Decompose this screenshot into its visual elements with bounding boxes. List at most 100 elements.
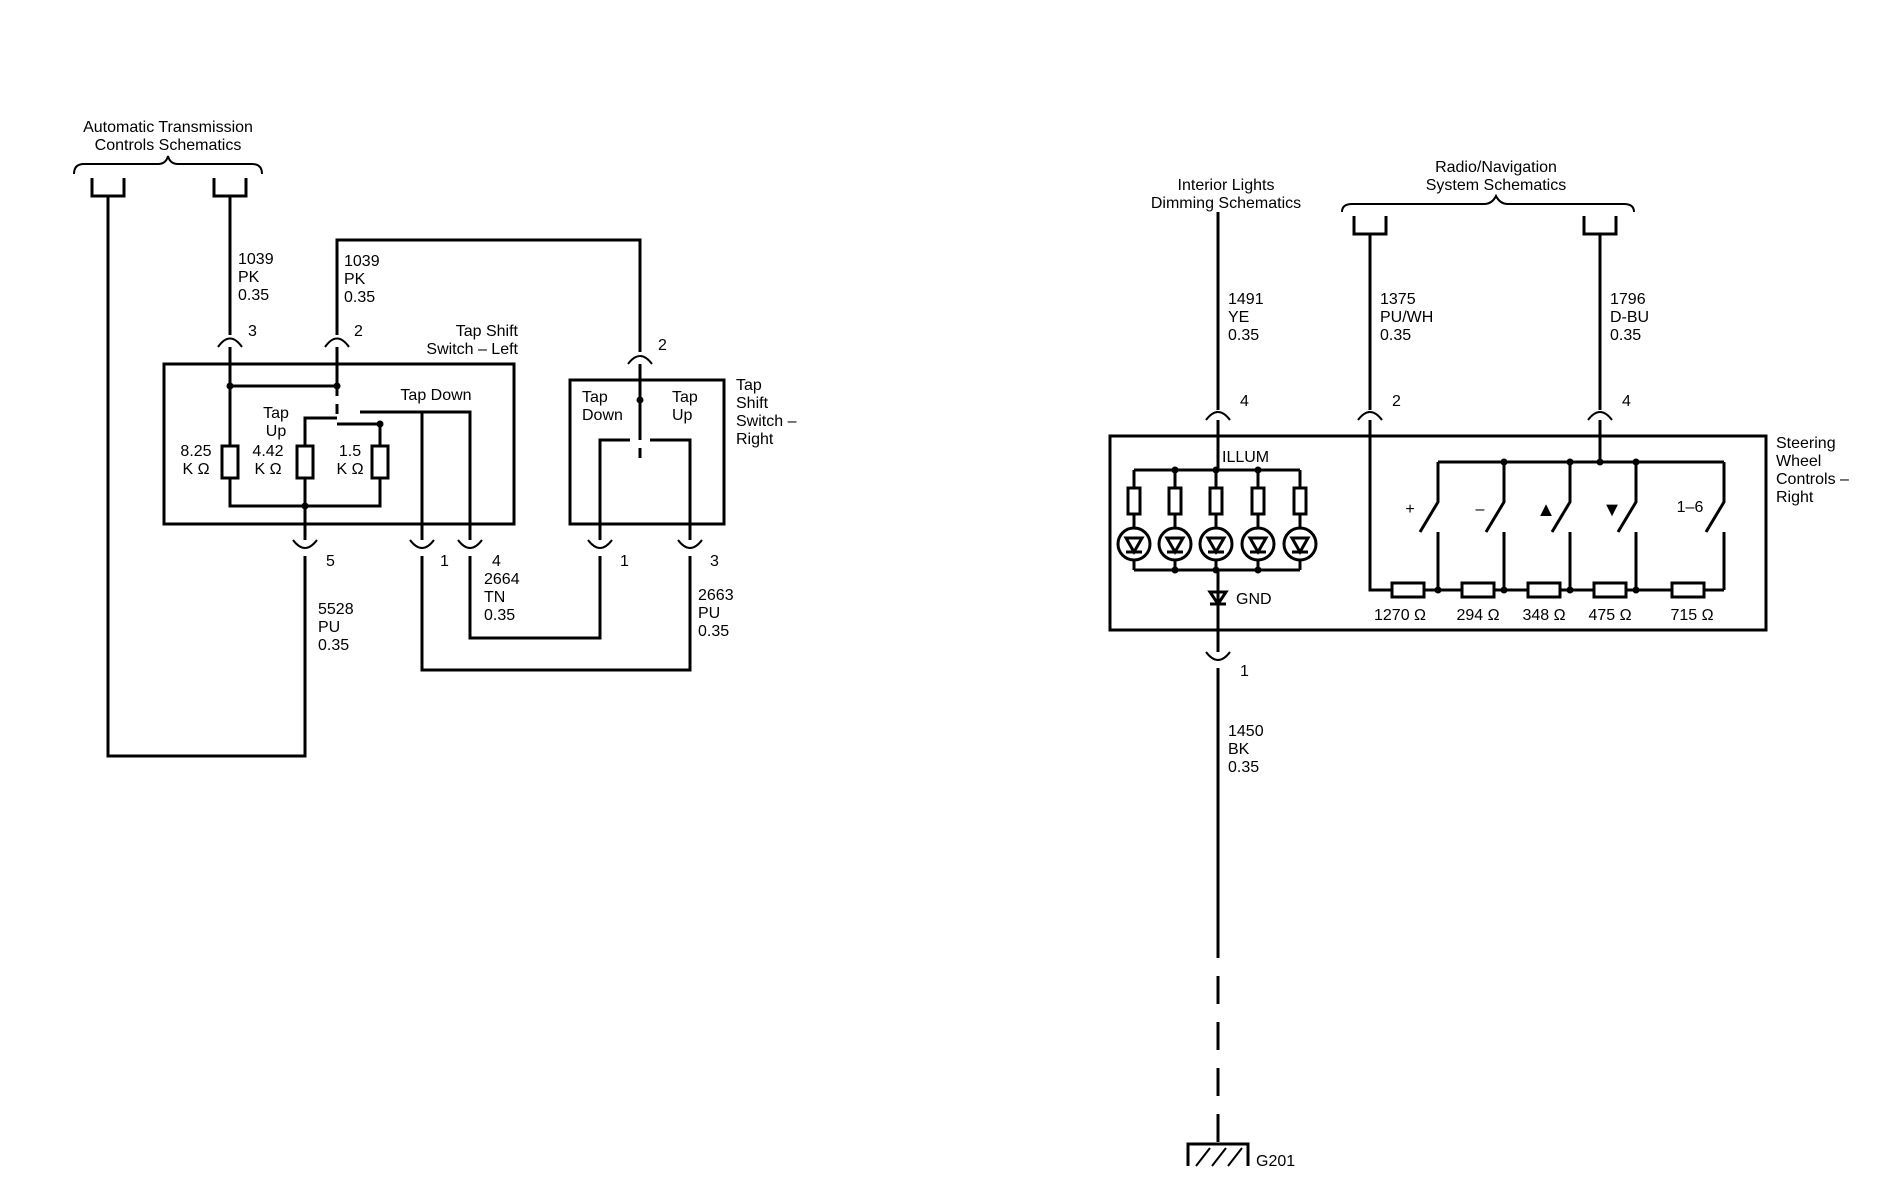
svg-text:1375: 1375: [1380, 291, 1416, 308]
svg-text:5528: 5528: [318, 601, 354, 618]
res-15-label: 1.5 K Ω: [336, 443, 363, 478]
wire-2664: [468, 556, 602, 640]
tap-shift-left-box: [162, 362, 516, 526]
pin-tr-1: [587, 539, 613, 549]
wire-5528-loop: [106, 196, 307, 758]
svg-text:BK: BK: [1228, 741, 1250, 758]
svg-text:Up: Up: [672, 407, 693, 424]
tap-shift-right-box: [568, 378, 726, 526]
svg-text:0.35: 0.35: [1228, 327, 1259, 344]
svg-text:1039: 1039: [238, 251, 274, 268]
pin-tl-3: [217, 337, 243, 348]
ref-auto-trans-line1: Automatic Transmission: [83, 119, 253, 136]
btn-preset-label: 1–6: [1677, 499, 1704, 516]
svg-text:1.5: 1.5: [339, 443, 361, 460]
svg-text:0.35: 0.35: [484, 607, 515, 624]
pin-label-tr-3: 3: [710, 553, 719, 570]
wire-label-5528: 5528 PU 0.35: [318, 601, 354, 654]
pin-label-tl-2: 2: [354, 323, 363, 340]
ref-auto-trans-line2: Controls Schematics: [95, 137, 242, 154]
svg-text:Shift: Shift: [736, 395, 769, 412]
svg-text:2664: 2664: [484, 571, 520, 588]
pin-label-tl-1: 1: [440, 553, 449, 570]
svg-text:PU: PU: [318, 619, 340, 636]
svg-text:1450: 1450: [1228, 723, 1264, 740]
svg-text:K Ω: K Ω: [254, 461, 281, 478]
illum-label: ILLUM: [1222, 449, 1269, 466]
svg-text:1491: 1491: [1228, 291, 1264, 308]
ground-label-g201: G201: [1256, 1153, 1295, 1170]
svg-text:Wheel: Wheel: [1776, 453, 1821, 470]
wire-label-1491: 1491 YE 0.35: [1228, 291, 1264, 344]
svg-text:0.35: 0.35: [238, 287, 269, 304]
svg-text:Steering: Steering: [1776, 435, 1836, 452]
svg-text:Right: Right: [736, 431, 774, 448]
pin-label-tl-5: 5: [326, 553, 335, 570]
svg-text:D-BU: D-BU: [1610, 309, 1649, 326]
tap-left-down-label: Tap Down: [400, 387, 471, 404]
tap-right-up-label: Tap Up: [672, 389, 698, 424]
tap-left-up-label: Tap Up: [263, 405, 289, 440]
wire-2663: [420, 556, 692, 672]
svg-text:PK: PK: [238, 269, 260, 286]
svg-text:PK: PK: [344, 271, 366, 288]
pin-label-sw-2: 2: [1392, 393, 1401, 410]
wire-label-2663: 2663 PU 0.35: [698, 587, 734, 640]
swc-resistor-chain: [1390, 581, 1706, 599]
res-1270-label: 1270 Ω: [1374, 607, 1426, 624]
svg-text:Switch – Left: Switch – Left: [426, 341, 518, 358]
pin-tl-1: [409, 539, 435, 549]
res-715-label: 715 Ω: [1670, 607, 1713, 624]
res-348-label: 348 Ω: [1522, 607, 1565, 624]
pin-tr-3: [677, 539, 703, 549]
pin-label-sw-4a: 4: [1240, 393, 1249, 410]
svg-text:Tap: Tap: [736, 377, 762, 394]
svg-text:K Ω: K Ω: [336, 461, 363, 478]
btn-up-label: ▲: [1536, 499, 1556, 521]
pin-sw-1: [1205, 651, 1231, 661]
svg-text:8.25: 8.25: [180, 443, 211, 460]
svg-text:0.35: 0.35: [1610, 327, 1641, 344]
tap-shift-right-label: Tap Shift Switch – Right: [736, 377, 797, 448]
svg-text:Controls –: Controls –: [1776, 471, 1849, 488]
svg-text:PU: PU: [698, 605, 720, 622]
resistor-442k: [295, 444, 315, 480]
wire-label-1796: 1796 D-BU 0.35: [1610, 291, 1649, 344]
gnd-label: GND: [1236, 591, 1272, 608]
ref-auto-trans: Automatic Transmission Controls Schemati…: [73, 119, 263, 198]
wire-label-1039-a: 1039 PK 0.35: [238, 251, 274, 304]
svg-text:Tap Shift: Tap Shift: [456, 323, 519, 340]
pin-tl-2: [324, 337, 350, 348]
svg-text:Tap: Tap: [263, 405, 289, 422]
svg-text:0.35: 0.35: [1228, 759, 1259, 776]
svg-text:TN: TN: [484, 589, 505, 606]
pin-tr-2: [627, 355, 653, 365]
res-442-label: 4.42 K Ω: [252, 443, 283, 478]
res-294-label: 294 Ω: [1456, 607, 1499, 624]
resistor-825k: [220, 444, 240, 480]
svg-text:K Ω: K Ω: [182, 461, 209, 478]
svg-text:Tap: Tap: [582, 389, 608, 406]
wire-label-1039-b: 1039 PK 0.35: [344, 253, 380, 306]
pin-label-tr-2: 2: [658, 337, 667, 354]
pin-label-tl-3: 3: [248, 323, 257, 340]
swc-label: Steering Wheel Controls – Right: [1776, 435, 1849, 506]
pin-sw-2: [1357, 411, 1383, 421]
pin-tl-4: [457, 539, 483, 549]
btn-minus-label: –: [1476, 501, 1485, 518]
illum-led-array: [1116, 470, 1318, 570]
svg-text:4.42: 4.42: [252, 443, 283, 460]
swc-button-switches: [1418, 462, 1726, 590]
svg-text:Switch –: Switch –: [736, 413, 797, 430]
pin-label-sw-4b: 4: [1622, 393, 1631, 410]
pin-sw-4a: [1205, 411, 1231, 421]
svg-text:PU/WH: PU/WH: [1380, 309, 1433, 326]
wire-label-1375: 1375 PU/WH 0.35: [1380, 291, 1433, 344]
tap-right-down-label: Tap Down: [582, 389, 623, 424]
steering-wheel-controls-box: [1108, 434, 1768, 632]
svg-text:0.35: 0.35: [698, 623, 729, 640]
svg-text:Up: Up: [266, 423, 287, 440]
ref-interior-lights: Interior Lights Dimming Schematics: [1151, 177, 1301, 212]
svg-text:Interior Lights: Interior Lights: [1178, 177, 1275, 194]
